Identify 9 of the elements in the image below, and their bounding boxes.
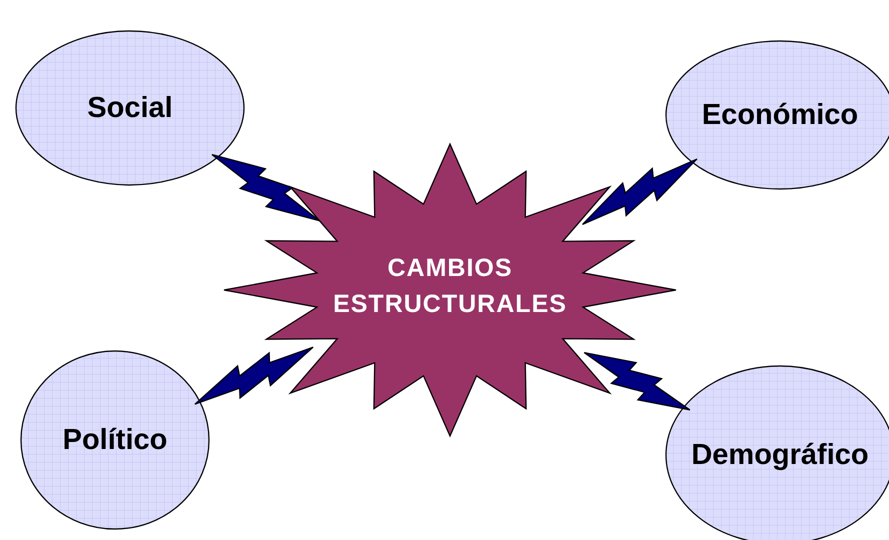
lightning-bolt-connector <box>211 154 320 222</box>
node-label: Económico <box>702 98 858 133</box>
lightning-bolt-connector <box>194 346 314 405</box>
lightning-bolt-connector <box>584 352 690 410</box>
node-label: Demográfico <box>691 438 869 473</box>
center-label: CAMBIOS ESTRUCTURALES <box>332 253 568 320</box>
node-label: Social <box>87 90 173 126</box>
node-label: Político <box>62 422 168 458</box>
lightning-bolt-connector <box>582 158 698 225</box>
